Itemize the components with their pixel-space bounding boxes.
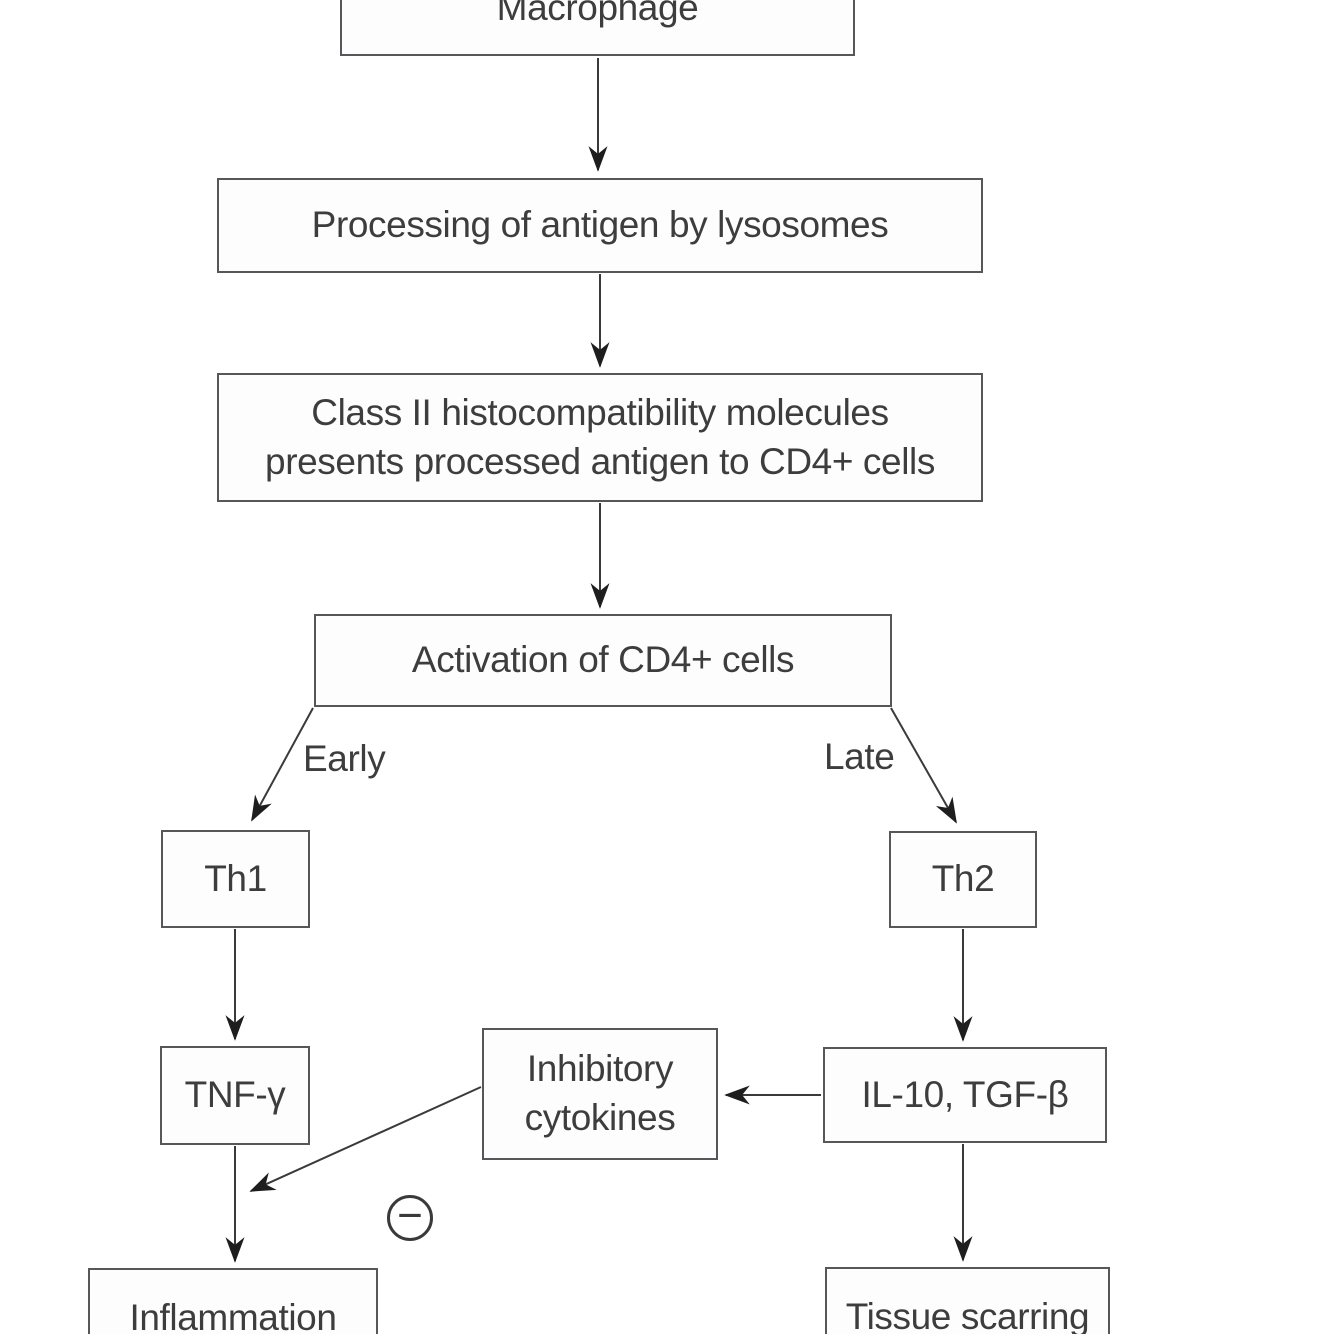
node-activation-cd4: Activation of CD4+ cells [314, 614, 892, 707]
node-class2-label-line1: Class II histocompatibility molecules [311, 391, 889, 433]
node-tnf-gamma: TNF-γ [160, 1046, 310, 1145]
node-macrophage: Macrophage [340, 0, 855, 56]
node-tissue-scarring-label: Tissue scarring [845, 1295, 1090, 1334]
inhibition-minus-sign: − [397, 1191, 423, 1240]
node-il10-tgfb: IL-10, TGF-β [823, 1047, 1107, 1143]
node-inhibitory-cytokines: Inhibitory cytokines [482, 1028, 718, 1160]
node-processing-label: Processing of antigen by lysosomes [311, 204, 889, 246]
node-processing-antigen: Processing of antigen by lysosomes [217, 178, 983, 273]
node-th1-label: Th1 [204, 857, 267, 899]
node-th2: Th2 [889, 831, 1037, 928]
node-tnf-gamma-label: TNF-γ [184, 1074, 286, 1116]
node-th2-label: Th2 [931, 858, 995, 900]
arrow-activation-to-th2-late [890, 707, 957, 824]
node-tissue-scarring: Tissue scarring [825, 1267, 1110, 1334]
node-il10-tgfb-label: IL-10, TGF-β [861, 1073, 1069, 1115]
node-activation-label: Activation of CD4+ cells [411, 639, 795, 681]
inhibition-minus-icon: − [387, 1191, 433, 1241]
node-inhibitory-label-line2: cytokines [524, 1097, 676, 1138]
node-inflammation-label: Inflammation [129, 1296, 337, 1334]
node-inflammation: Inflammation [88, 1268, 378, 1334]
edge-label-late: Late [824, 736, 895, 777]
node-class2-label-line2: presents processed antigen to CD4+ cells [265, 440, 935, 482]
node-macrophage-label: Macrophage [496, 0, 699, 28]
node-th1: Th1 [161, 830, 310, 928]
node-inhibitory-label-line1: Inhibitory [526, 1048, 674, 1090]
edge-label-early: Early [303, 738, 386, 779]
node-class2-histocompatibility: Class II histocompatibility molecules pr… [217, 373, 983, 502]
